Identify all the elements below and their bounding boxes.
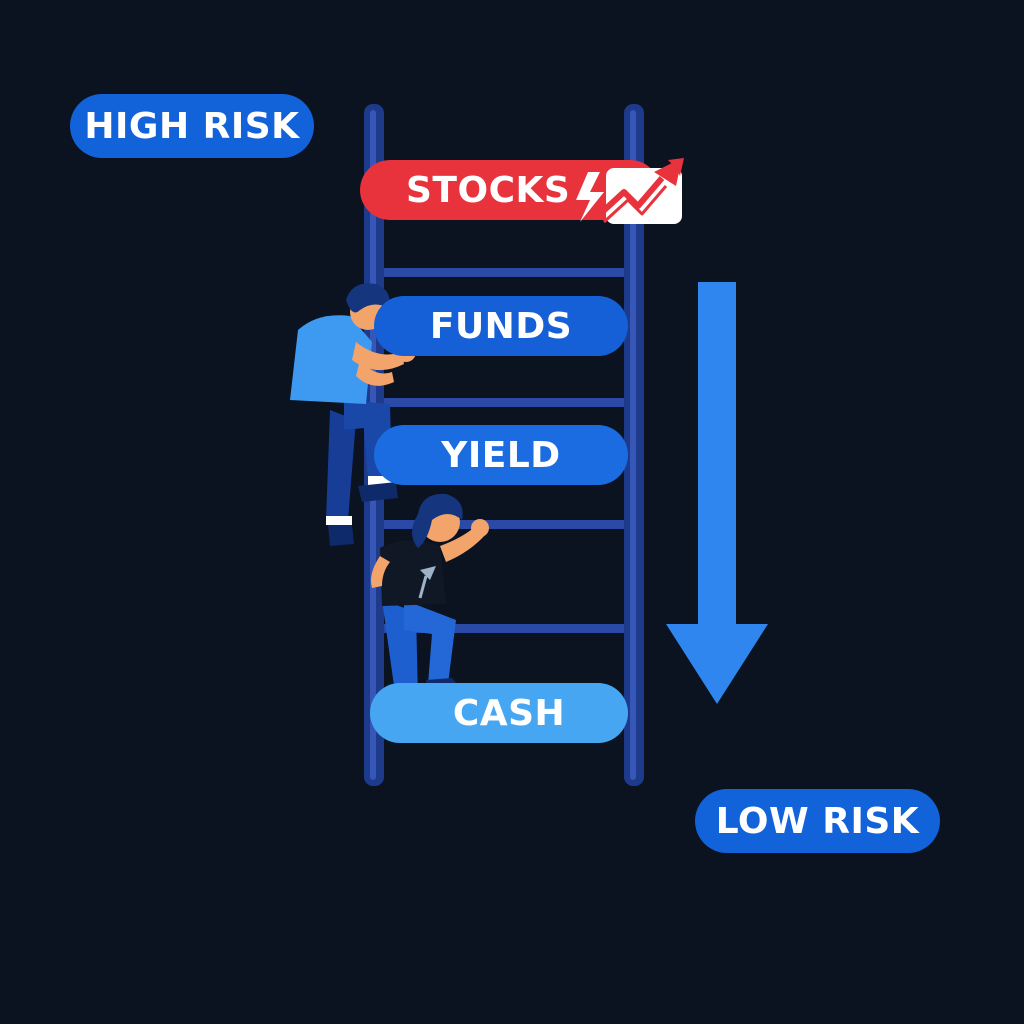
- rung-cash-label: CASH: [452, 692, 566, 734]
- rung-yield: YIELD: [374, 425, 628, 485]
- ladder-rung: [384, 624, 624, 633]
- ladder-rung: [384, 398, 624, 407]
- rung-funds-label: FUNDS: [429, 305, 573, 347]
- rung-cash: CASH: [370, 683, 628, 743]
- ladder-rung: [384, 520, 624, 529]
- high-risk-text: HIGH RISK: [84, 105, 300, 147]
- rung-yield-label: YIELD: [441, 434, 561, 476]
- rung-funds: FUNDS: [374, 296, 628, 356]
- low-risk-label: LOW RISK: [695, 789, 940, 853]
- down-arrow-icon: [666, 282, 768, 704]
- low-risk-text: LOW RISK: [715, 800, 920, 842]
- ladder: [364, 104, 644, 786]
- high-risk-label: HIGH RISK: [70, 94, 314, 158]
- ladder-rung: [384, 268, 624, 277]
- rung-stocks-label: STOCKS: [406, 169, 571, 211]
